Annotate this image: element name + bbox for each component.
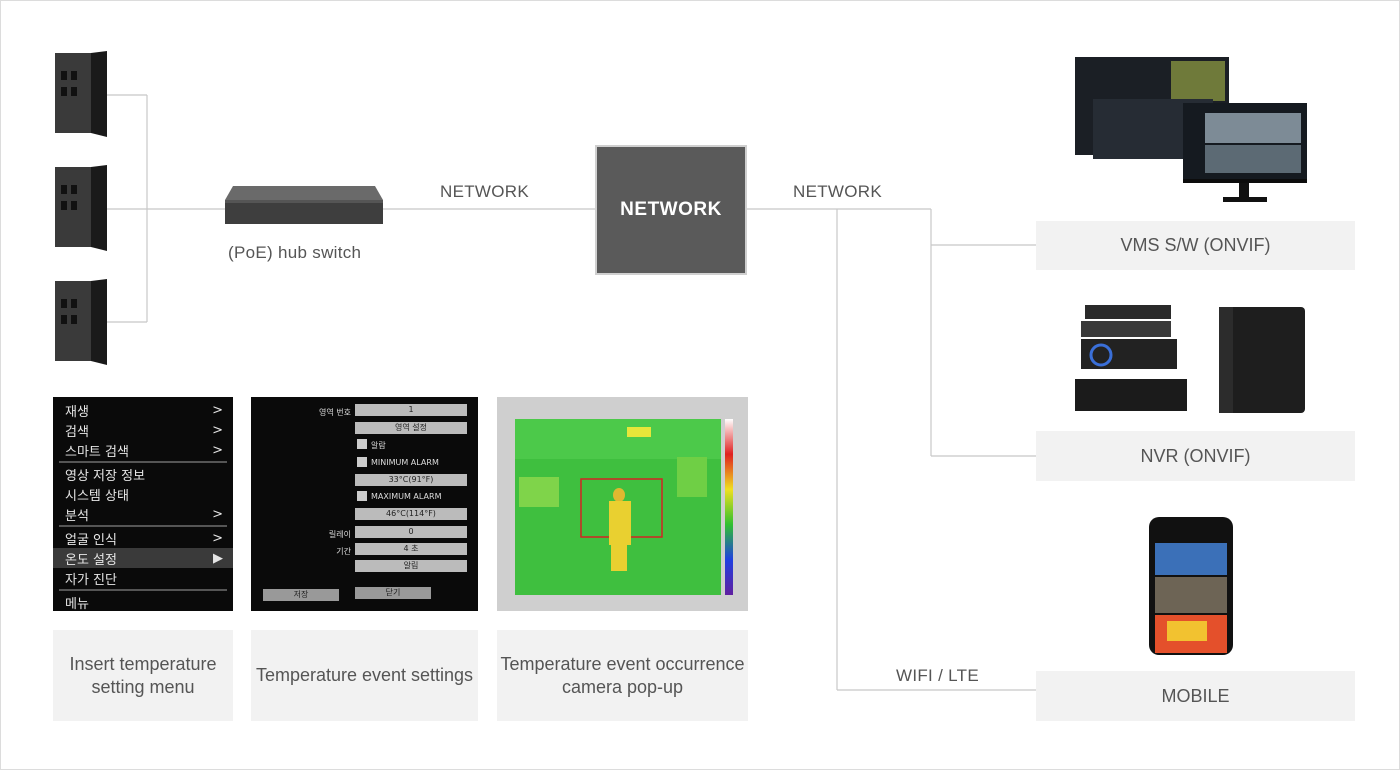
- area-setup-button: 영역 설정: [355, 422, 467, 434]
- apply-button: 알림: [355, 560, 467, 572]
- osd-menu-item-temperature: 온도 설정▶: [53, 548, 233, 568]
- nvr-devices-image: [1075, 305, 1305, 413]
- popup-caption: Temperature event occurrence camera pop-…: [497, 630, 748, 721]
- mobile-caption: MOBILE: [1036, 671, 1355, 721]
- min-alarm-checkbox: [357, 457, 367, 467]
- area-no-field: 1: [355, 404, 467, 416]
- menu-caption: Insert temperature setting menu: [53, 630, 233, 721]
- temperature-settings-screenshot: 영역 번호 1 영역 설정 알람 MINIMUM ALARM 33°C(91°F…: [251, 397, 478, 611]
- thermal-camera-device-1: [55, 51, 107, 137]
- nvr-caption: NVR (ONVIF): [1036, 431, 1355, 481]
- alarm-label: 알람: [371, 441, 386, 450]
- osd-menu-item: 자가 진단: [65, 572, 117, 588]
- network-right-label: NETWORK: [793, 182, 882, 201]
- osd-menu-item: 얼굴 인식>: [65, 530, 223, 548]
- duration-label: 기간: [336, 547, 351, 556]
- area-no-label: 영역 번호: [319, 408, 351, 417]
- alarm-checkbox: [357, 439, 367, 449]
- network-box: NETWORK: [595, 145, 747, 275]
- hub-label: (PoE) hub switch: [228, 243, 362, 262]
- duration-field: 4 초: [355, 543, 467, 555]
- osd-menu-screenshot: 재생> 검색> 스마트 검색> 영상 저장 정보 시스템 상태 분석> 얼굴 인…: [53, 397, 233, 612]
- osd-menu-item: 메뉴: [65, 596, 89, 612]
- thermal-camera-device-3: [55, 279, 107, 365]
- thermal-image: [515, 419, 733, 595]
- max-value-field: 46°C(114°F): [355, 508, 467, 520]
- settings-caption: Temperature event settings: [251, 630, 478, 721]
- vms-monitors-image: [1075, 57, 1307, 202]
- mobile-phone-image: [1149, 517, 1233, 655]
- network-left-label: NETWORK: [440, 182, 529, 201]
- close-button: 닫기: [355, 587, 431, 599]
- osd-menu-item: 시스템 상태: [65, 488, 129, 504]
- osd-menu-item: 영상 저장 정보: [65, 468, 146, 484]
- poe-hub-switch-image: [225, 186, 383, 224]
- thermal-camera-device-2: [55, 165, 107, 251]
- delay-label: 릴레이: [328, 530, 351, 539]
- min-value-field: 33°C(91°F): [355, 474, 467, 486]
- vms-caption: VMS S/W (ONVIF): [1036, 221, 1355, 270]
- max-alarm-checkbox: [357, 491, 367, 501]
- osd-menu-item: 스마트 검색>: [65, 442, 223, 460]
- wifi-lte-label: WIFI / LTE: [896, 666, 979, 685]
- thermal-popup-screenshot: [497, 397, 748, 611]
- save-button: 저장: [263, 589, 339, 601]
- cursor-icon: ▶: [213, 550, 223, 566]
- delay-field: 0: [355, 526, 467, 538]
- max-alarm-label: MAXIMUM ALARM: [371, 492, 442, 501]
- osd-menu-item: 분석>: [65, 506, 223, 524]
- min-alarm-label: MINIMUM ALARM: [371, 458, 439, 467]
- osd-menu-item: 재생>: [65, 402, 223, 420]
- osd-menu-item: 검색>: [65, 422, 223, 440]
